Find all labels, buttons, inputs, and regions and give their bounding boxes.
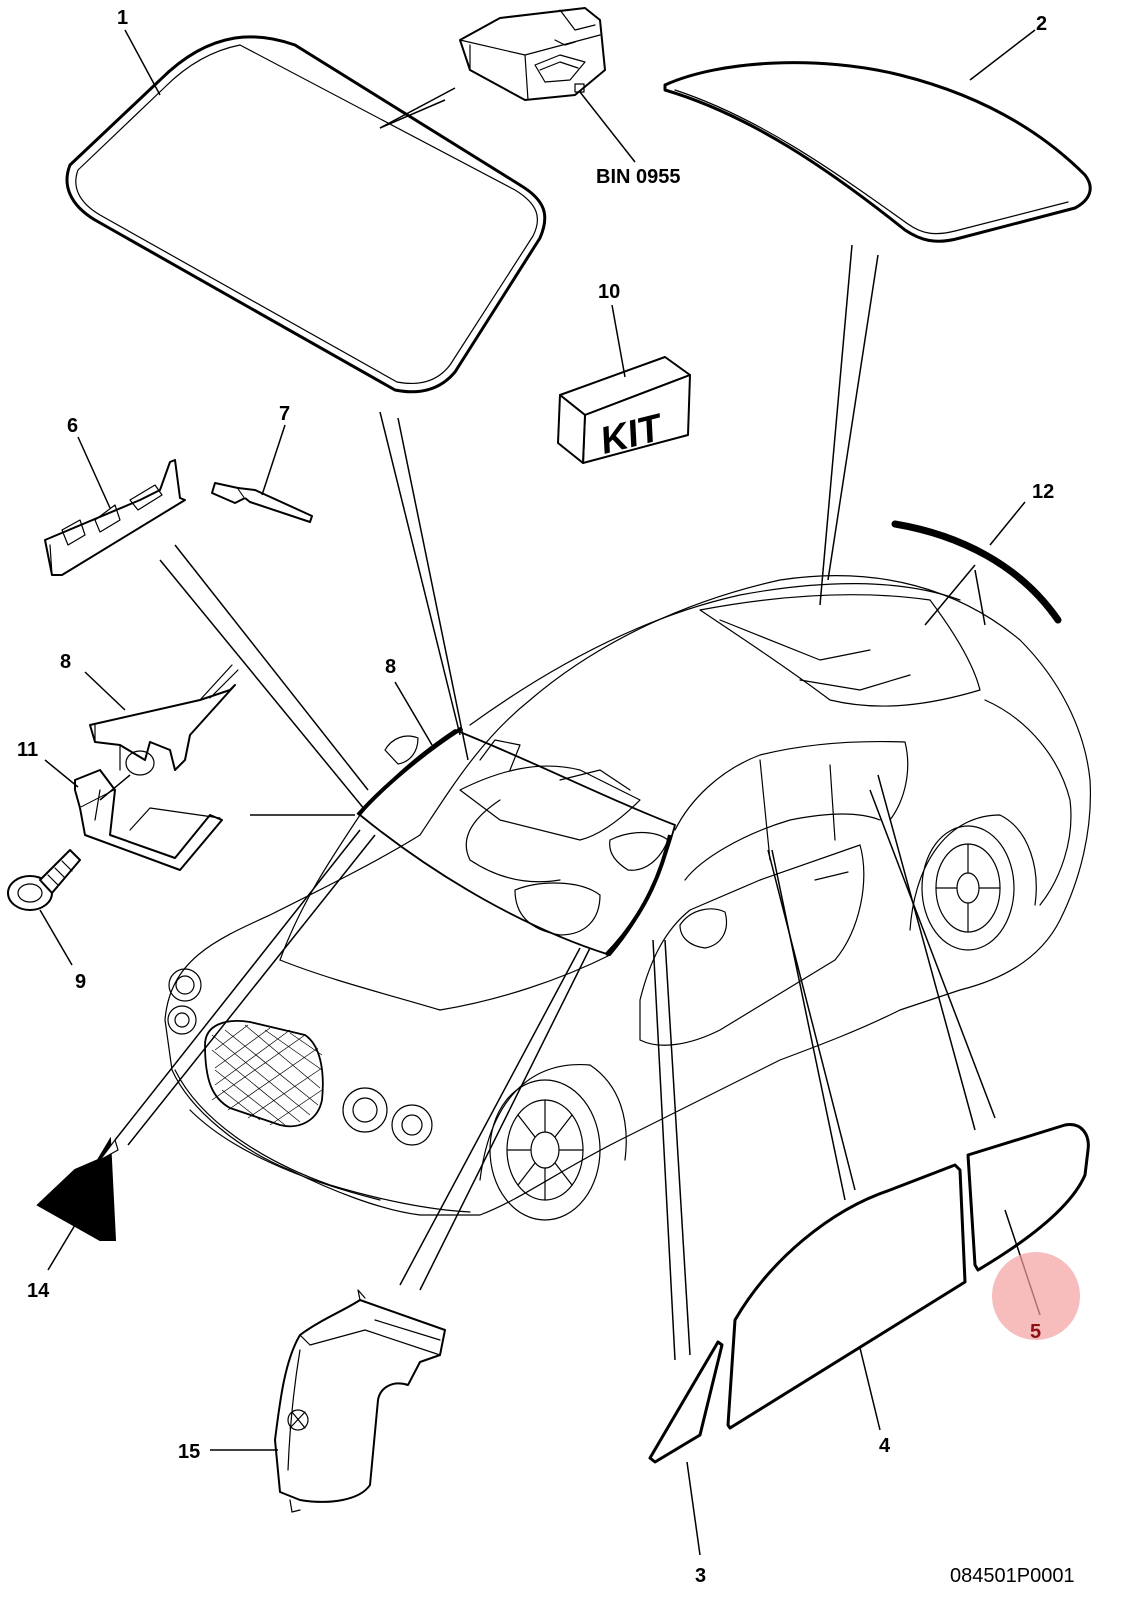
pillar-seal-on-car	[604, 834, 672, 957]
trim-clip-part[interactable]	[89, 664, 239, 776]
callout-12: 12	[1032, 481, 1054, 503]
callout-14: 14	[27, 1280, 50, 1302]
callout-10: 10	[598, 281, 620, 303]
callout-6: 6	[67, 415, 78, 437]
quarter-glass-front[interactable]	[648, 1340, 724, 1464]
callout-8-left: 8	[60, 651, 71, 673]
rear-seal-strip-part[interactable]	[891, 520, 1062, 624]
leader-lines	[114, 29, 1036, 1361]
callout-11: 11	[17, 739, 38, 761]
kit-box-part[interactable]	[557, 356, 691, 464]
bracket-part[interactable]	[44, 459, 186, 576]
screw-part[interactable]	[7, 849, 81, 911]
door-glass[interactable]	[726, 1163, 967, 1430]
callout-4: 4	[879, 1435, 891, 1457]
windscreen-glass[interactable]	[65, 35, 547, 394]
callout-3: 3	[695, 1565, 706, 1587]
bin-label: BIN 0955	[596, 166, 681, 188]
car-body-illustration	[164, 575, 1092, 1221]
rear-quarter-glass[interactable]	[966, 1123, 1090, 1272]
control-module-part[interactable]	[459, 7, 606, 101]
rear-window-glass[interactable]	[663, 61, 1092, 243]
pillar-moulding-part[interactable]	[274, 1289, 446, 1513]
windscreen-seal-on-car	[356, 726, 464, 817]
spring-clip-part[interactable]	[74, 769, 223, 871]
callout-5-highlight	[992, 1252, 1080, 1340]
callout-7: 7	[279, 403, 290, 425]
drawing-number: 084501P0001	[950, 1565, 1075, 1587]
callout-15: 15	[178, 1441, 200, 1463]
callout-8-car: 8	[385, 656, 396, 678]
wedge-block-part[interactable]	[36, 1136, 119, 1241]
rivet-part[interactable]	[211, 482, 313, 523]
callout-2: 2	[1036, 13, 1047, 35]
callout-9: 9	[75, 971, 86, 993]
callout-1: 1	[117, 7, 128, 29]
grille-mesh	[211, 1024, 323, 1126]
callout-5: 5	[1030, 1321, 1041, 1343]
